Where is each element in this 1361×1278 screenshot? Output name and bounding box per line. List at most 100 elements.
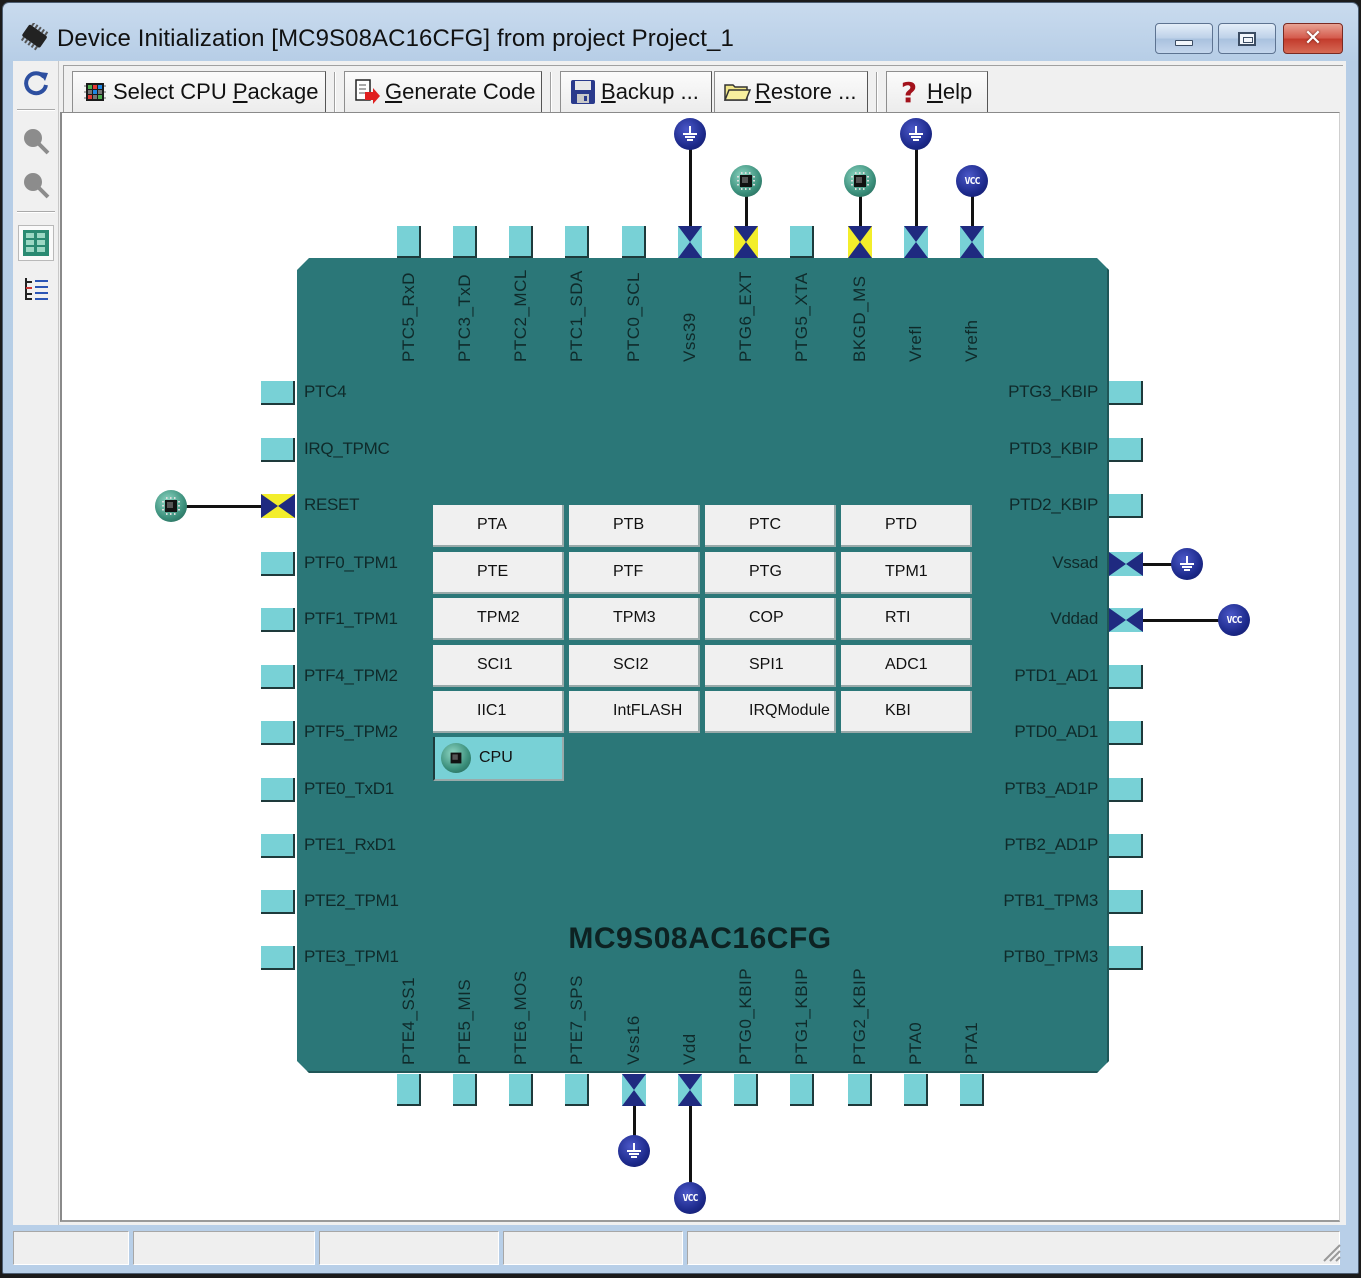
module-adc1[interactable]: ADC1 (841, 645, 972, 687)
module-sci2[interactable]: SCI2 (569, 645, 700, 687)
module-ptc[interactable]: PTC (705, 505, 836, 547)
pin-pte4-ss1[interactable] (397, 1074, 421, 1106)
title-bar[interactable]: Device Initialization [MC9S08AC16CFG] fr… (3, 3, 1358, 61)
pin-pte1-rxd1[interactable] (261, 834, 295, 858)
pin-reset[interactable] (261, 494, 295, 518)
pin-ptg0-kbip[interactable] (734, 1074, 758, 1106)
pin-vddad[interactable] (1109, 608, 1143, 632)
pin-pte2-tpm1[interactable] (261, 890, 295, 914)
module-irqmodule[interactable]: IRQModule (705, 691, 836, 733)
pin-ptf4-tpm2[interactable] (261, 665, 295, 689)
pin-ptd2-kbip[interactable] (1109, 494, 1143, 518)
table-view-button[interactable] (18, 271, 54, 307)
select-cpu-package-button[interactable]: Select CPU Package (72, 71, 326, 113)
pin-vdd[interactable] (678, 1074, 702, 1106)
pin-ptg1-kbip[interactable] (790, 1074, 814, 1106)
pin-label: RESET (304, 495, 360, 514)
ground-icon[interactable] (618, 1135, 650, 1167)
pin-vss39[interactable] (678, 226, 702, 258)
pin-bkgd-ms[interactable] (848, 226, 872, 258)
pin-label: PTE7_SPS (567, 975, 586, 1065)
pin-irq-tpmc[interactable] (261, 438, 295, 462)
backup-button[interactable]: Backup ... (560, 71, 712, 113)
pin-label: PTE3_TPM1 (304, 947, 399, 966)
cpu-chip-icon[interactable] (155, 490, 187, 522)
module-ptb[interactable]: PTB (569, 505, 700, 547)
pin-ptb1-tpm3[interactable] (1109, 890, 1143, 914)
pin-vssad[interactable] (1109, 552, 1143, 576)
zoom-out-button[interactable] (18, 167, 54, 203)
pin-vrefh[interactable] (960, 226, 984, 258)
pin-ptg2-kbip[interactable] (848, 1074, 872, 1106)
pin-ptg5-xta[interactable] (790, 226, 814, 258)
pin-ptc4[interactable] (261, 381, 295, 405)
help-button[interactable]: ? Help (886, 71, 988, 113)
vcc-icon[interactable]: VCC (1218, 604, 1250, 636)
pin-ptf1-tpm1[interactable] (261, 608, 295, 632)
ground-icon[interactable] (1171, 548, 1203, 580)
pin-pte0-txd1[interactable] (261, 778, 295, 802)
module-tpm1[interactable]: TPM1 (841, 552, 972, 594)
module-ptg[interactable]: PTG (705, 552, 836, 594)
restore-button[interactable]: Restore ... (714, 71, 868, 113)
pin-pte5-mis[interactable] (453, 1074, 477, 1106)
resize-grip-icon[interactable] (1318, 1239, 1342, 1263)
minimize-button[interactable] (1155, 23, 1213, 54)
pin-ptc3-txd[interactable] (453, 226, 477, 258)
ground-icon[interactable] (900, 118, 932, 150)
chip-view-button[interactable] (18, 225, 54, 261)
pin-vss16[interactable] (622, 1074, 646, 1106)
maximize-button[interactable] (1218, 23, 1276, 54)
cpu-chip-icon[interactable] (730, 165, 762, 197)
pin-ptg6-ext[interactable] (734, 226, 758, 258)
pin-label: PTB3_AD1P (1004, 779, 1098, 798)
pin-ptb2-ad1p[interactable] (1109, 834, 1143, 858)
module-pte[interactable]: PTE (433, 552, 564, 594)
module-intflash[interactable]: IntFLASH (569, 691, 700, 733)
module-kbi[interactable]: KBI (841, 691, 972, 733)
cpu-chip-icon[interactable] (844, 165, 876, 197)
zoom-in-button[interactable] (18, 123, 54, 159)
pin-ptd1-ad1[interactable] (1109, 665, 1143, 689)
pin-pte7-sps[interactable] (565, 1074, 589, 1106)
pin-pte3-tpm1[interactable] (261, 946, 295, 970)
pin-ptf5-tpm2[interactable] (261, 721, 295, 745)
pin-ptc2-mcl[interactable] (509, 226, 533, 258)
vcc-icon[interactable]: VCC (956, 165, 988, 197)
pin-vrefl[interactable] (904, 226, 928, 258)
pin-ptc1-sda[interactable] (565, 226, 589, 258)
pin-ptc0-scl[interactable] (622, 226, 646, 258)
module-label: SPI1 (749, 656, 784, 673)
list-view-icon (25, 278, 48, 300)
pin-pte6-mos[interactable] (509, 1074, 533, 1106)
module-cpu[interactable]: CPU (433, 737, 564, 781)
pin-pta0[interactable] (904, 1074, 928, 1106)
module-label: KBI (885, 702, 911, 719)
module-ptd[interactable]: PTD (841, 505, 972, 547)
open-folder-icon (723, 78, 751, 106)
refresh-button[interactable] (18, 65, 54, 101)
vcc-icon[interactable]: VCC (674, 1182, 706, 1214)
module-tpm2[interactable]: TPM2 (433, 598, 564, 640)
module-rti[interactable]: RTI (841, 598, 972, 640)
pin-ptd0-ad1[interactable] (1109, 721, 1143, 745)
module-cop[interactable]: COP (705, 598, 836, 640)
pin-ptc5-rxd[interactable] (397, 226, 421, 258)
module-spi1[interactable]: SPI1 (705, 645, 836, 687)
ground-icon[interactable] (674, 118, 706, 150)
pin-ptg3-kbip[interactable] (1109, 381, 1143, 405)
pin-pta1[interactable] (960, 1074, 984, 1106)
pin-ptb0-tpm3[interactable] (1109, 946, 1143, 970)
pin-ptd3-kbip[interactable] (1109, 438, 1143, 462)
close-button[interactable]: ✕ (1283, 23, 1343, 54)
module-pta[interactable]: PTA (433, 505, 564, 547)
help-icon: ? (900, 75, 918, 109)
module-sci1[interactable]: SCI1 (433, 645, 564, 687)
pin-label: PTG6_EXT (736, 271, 755, 362)
module-iic1[interactable]: IIC1 (433, 691, 564, 733)
pin-ptf0-tpm1[interactable] (261, 552, 295, 576)
module-ptf[interactable]: PTF (569, 552, 700, 594)
module-tpm3[interactable]: TPM3 (569, 598, 700, 640)
generate-code-button[interactable]: Generate Code (344, 71, 542, 113)
pin-ptb3-ad1p[interactable] (1109, 778, 1143, 802)
